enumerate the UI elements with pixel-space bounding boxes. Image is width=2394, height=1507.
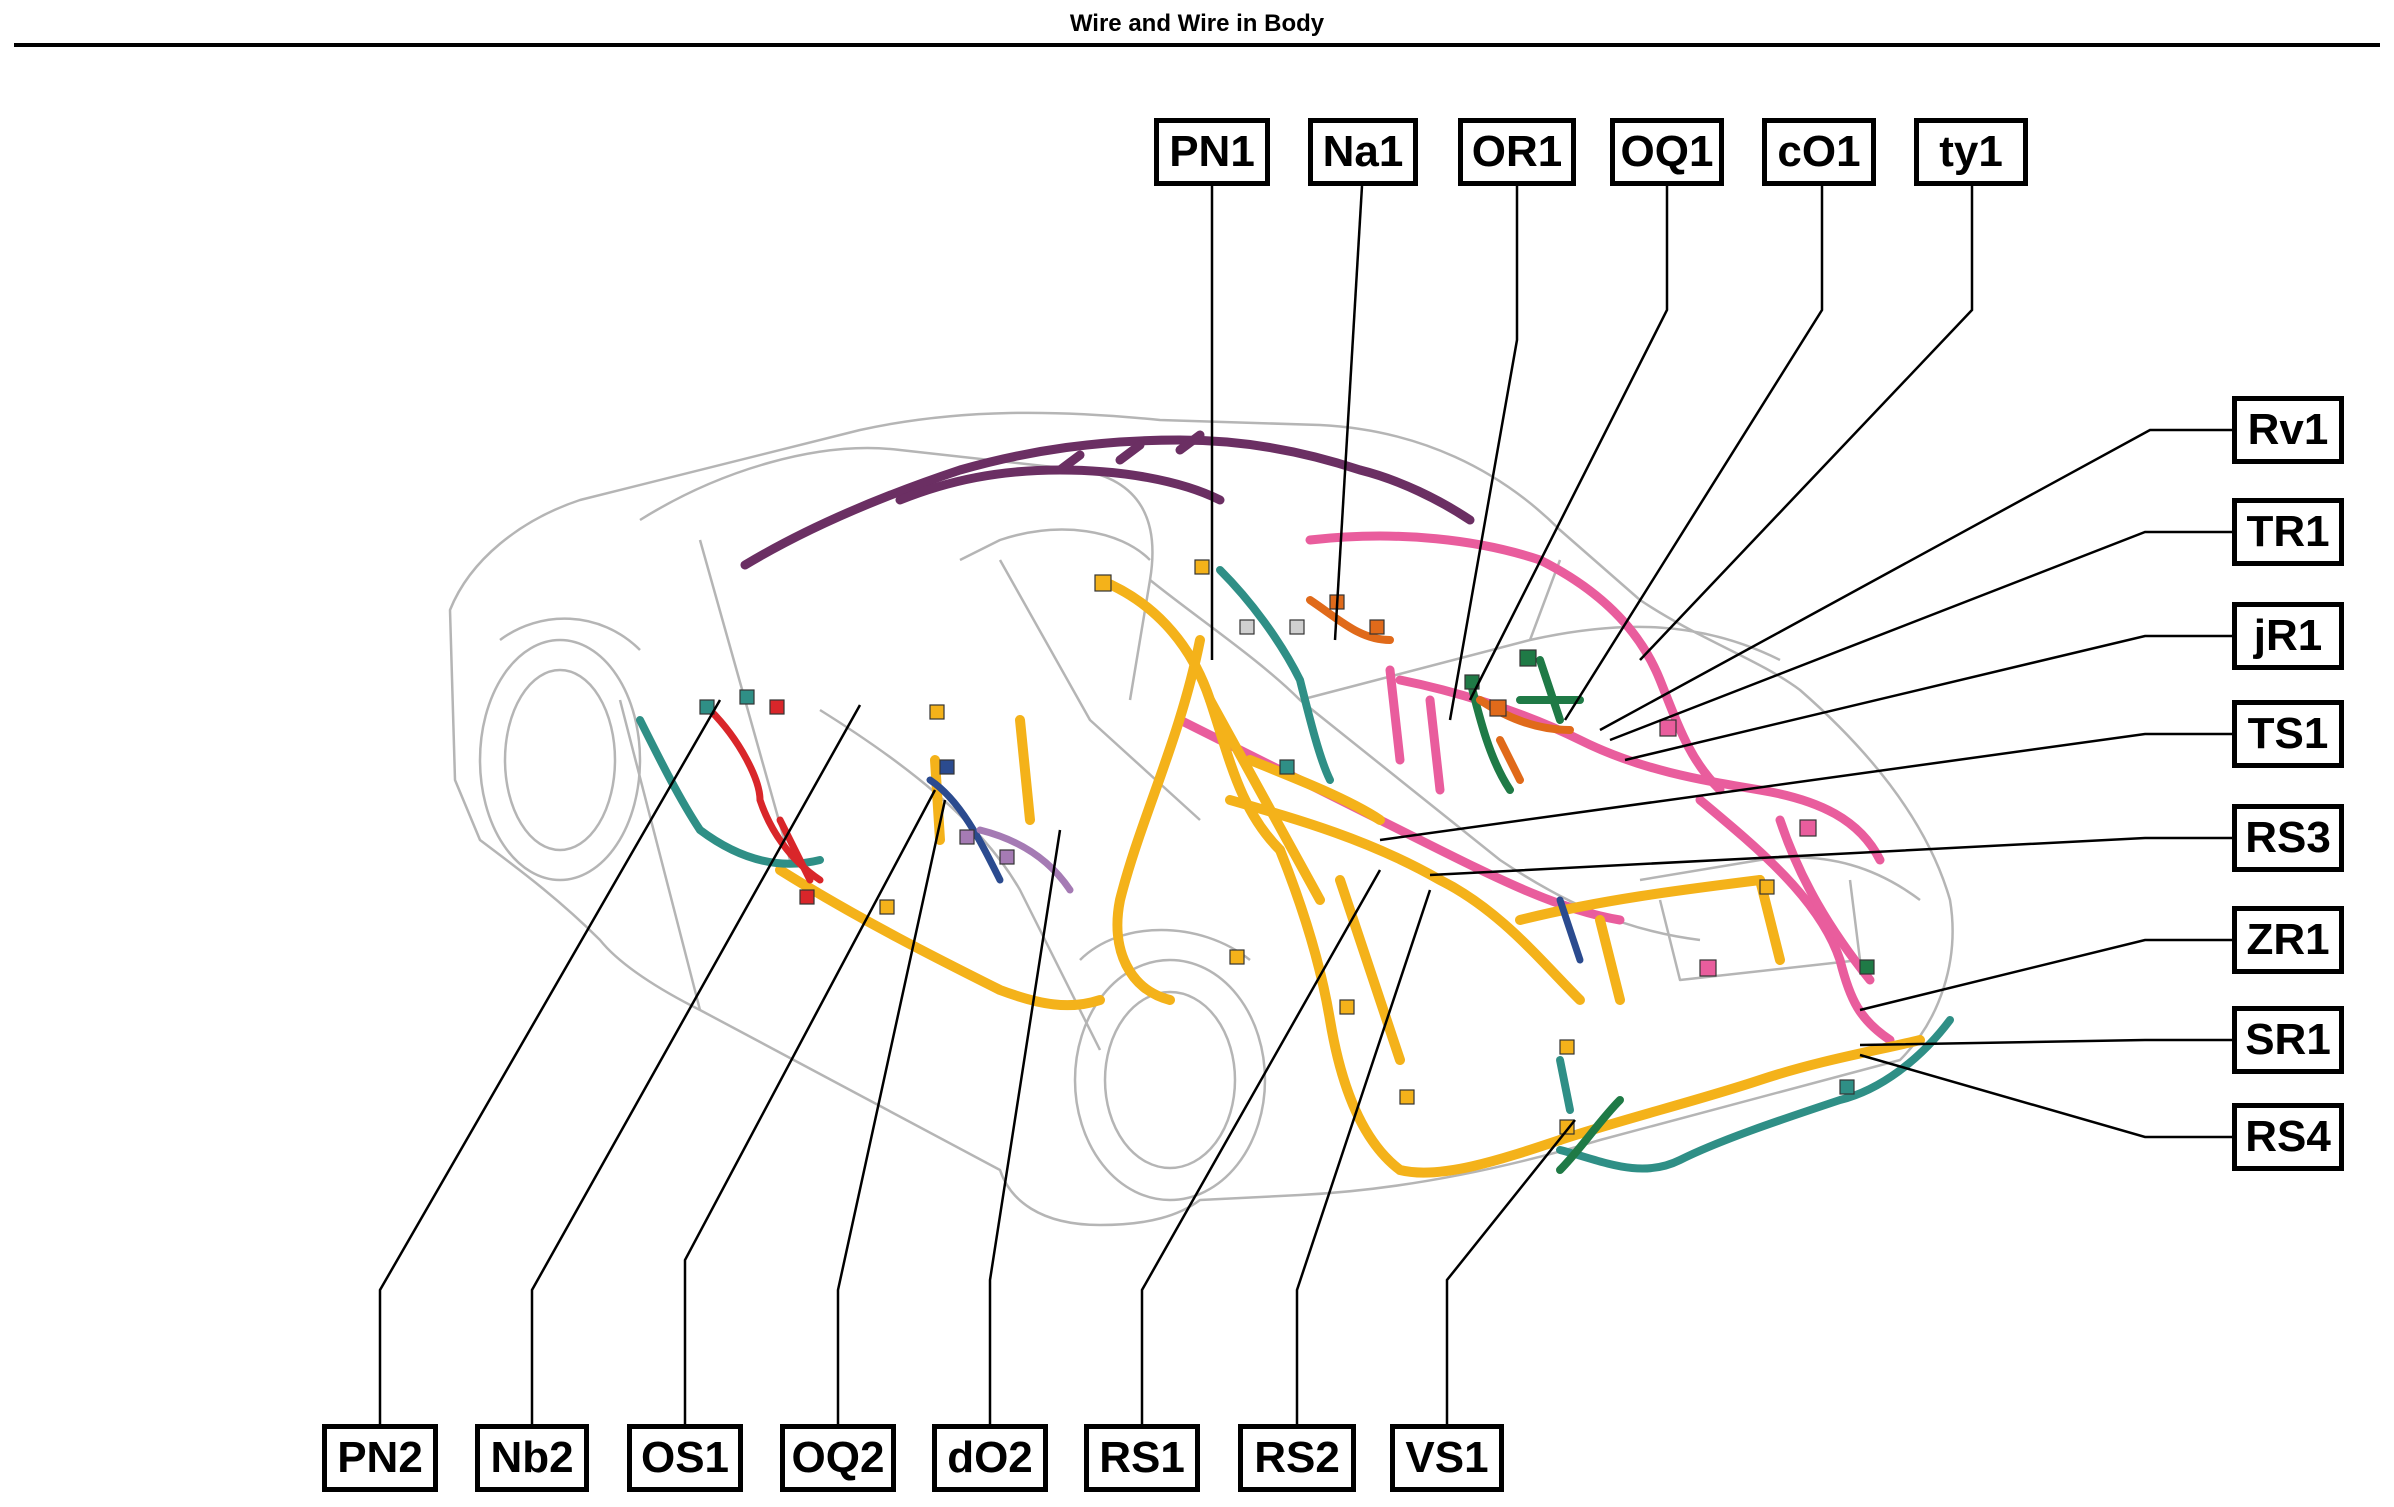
callout-SR1: SR1: [2232, 1006, 2344, 1074]
callout-OQ1: OQ1: [1610, 118, 1724, 186]
callout-Na1: Na1: [1308, 118, 1418, 186]
connector-blocks: [699, 559, 1875, 1135]
callout-Nb2: Nb2: [475, 1424, 589, 1492]
harness-navy-lilac: [926, 776, 1584, 964]
callout-OQ2: OQ2: [780, 1424, 896, 1492]
harness-yellow: [775, 575, 1925, 1178]
callout-RS4: RS4: [2232, 1103, 2344, 1171]
callout-OS1: OS1: [627, 1424, 743, 1492]
harness-purple-roof: [740, 430, 1475, 570]
title-rule: [14, 43, 2380, 47]
callout-ZR1: ZR1: [2232, 906, 2344, 974]
harness-orange: [1306, 596, 1574, 784]
callout-jR1: jR1: [2232, 602, 2344, 670]
page-title: Wire and Wire in Body: [1069, 10, 1325, 37]
callout-TS1: TS1: [2232, 700, 2344, 768]
harness-red: [706, 706, 824, 884]
callout-Rv1: Rv1: [2232, 396, 2344, 464]
callout-OR1: OR1: [1458, 118, 1576, 186]
callout-RS2: RS2: [1238, 1424, 1356, 1492]
harness-pink: [1175, 531, 1895, 1045]
callout-cO1: cO1: [1762, 118, 1876, 186]
callout-TR1: TR1: [2232, 498, 2344, 566]
callout-dO2: dO2: [932, 1424, 1048, 1492]
callout-PN2: PN2: [322, 1424, 438, 1492]
callout-PN1: PN1: [1154, 118, 1270, 186]
callout-RS3: RS3: [2232, 804, 2344, 872]
callout-ty1: ty1: [1914, 118, 2028, 186]
callout-RS1: RS1: [1084, 1424, 1200, 1492]
leader-lines: [378, 185, 2232, 1424]
harness-teal: [636, 566, 1954, 1173]
callout-VS1: VS1: [1390, 1424, 1504, 1492]
